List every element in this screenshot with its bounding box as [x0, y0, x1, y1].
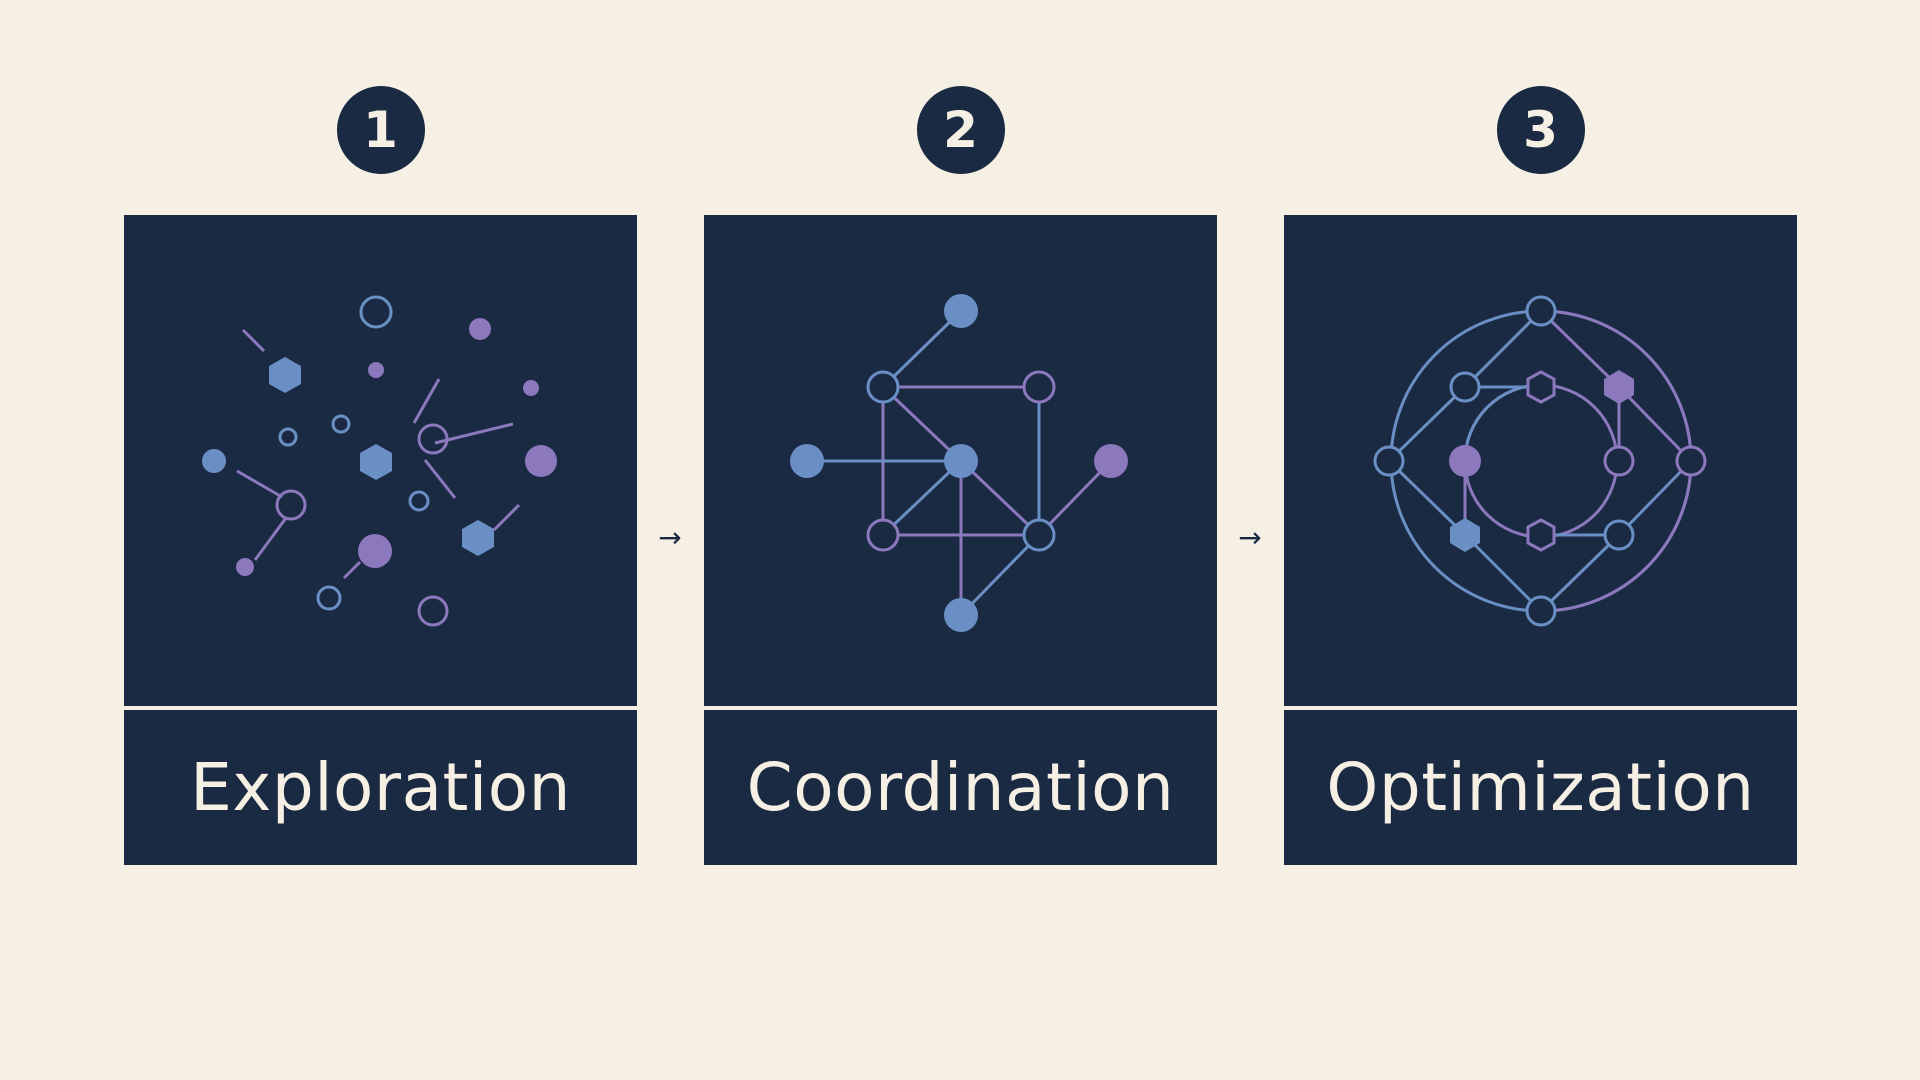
step-number-badge: 3: [1496, 86, 1585, 174]
connected-network-svg: [790, 294, 1128, 632]
step-exploration: 1: [124, 86, 637, 865]
step-optimization: 3: [1284, 86, 1797, 865]
scattered-nodes-svg: [202, 295, 557, 627]
step-label-box: Coordination: [704, 710, 1217, 865]
step-label-box: Exploration: [124, 710, 637, 865]
circular-network-svg: [1373, 295, 1707, 627]
ring-node: [359, 295, 393, 329]
arrow-right-icon: →: [1238, 521, 1262, 554]
arrow-right-icon: →: [658, 521, 682, 554]
step-label-box: Optimization: [1284, 710, 1797, 865]
step-label: Exploration: [190, 749, 571, 826]
step-number-badge: 1: [336, 86, 425, 174]
connected-network-icon: [704, 215, 1217, 706]
step-coordination: 2: [704, 86, 1217, 865]
step-number-badge: 2: [916, 86, 1005, 174]
step-label: Optimization: [1326, 749, 1755, 826]
step-label: Coordination: [746, 749, 1175, 826]
scattered-nodes-icon: [124, 215, 637, 706]
circular-network-icon: [1284, 215, 1797, 706]
